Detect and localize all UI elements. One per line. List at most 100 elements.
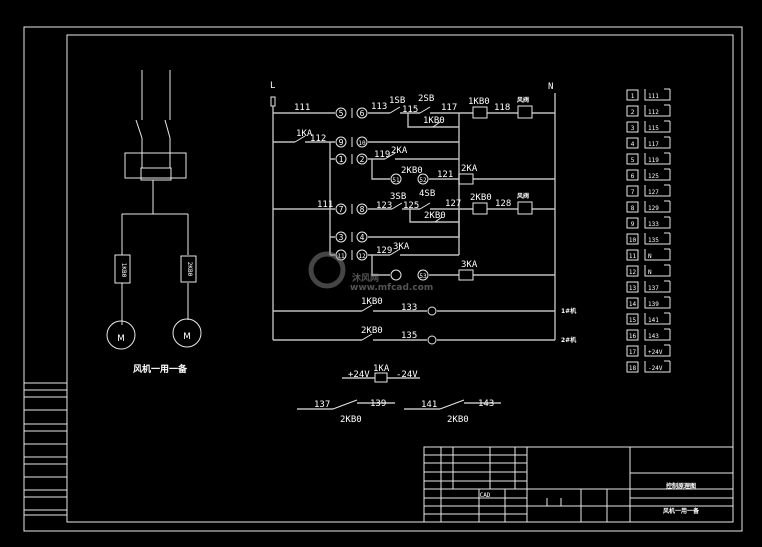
contactor-1kb0 xyxy=(114,254,131,284)
svg-text:M: M xyxy=(117,334,125,344)
svg-text:2KA: 2KA xyxy=(461,164,478,174)
svg-text:113: 113 xyxy=(371,102,387,112)
svg-text:1SB: 1SB xyxy=(389,96,405,106)
svg-text:135: 135 xyxy=(401,331,417,341)
title-block-cad: CAD xyxy=(480,492,491,499)
svg-text:2KB0: 2KB0 xyxy=(424,211,446,221)
svg-text:-24V: -24V xyxy=(396,370,418,380)
terminal-number: 17 xyxy=(629,349,637,356)
svg-text:111: 111 xyxy=(317,200,333,210)
svg-text:1: 1 xyxy=(339,155,344,164)
motor-2 xyxy=(172,318,202,348)
svg-text:L: L xyxy=(270,81,275,91)
terminal-number-box xyxy=(626,153,639,165)
terminal-number: 5 xyxy=(631,157,635,164)
terminal-number: 14 xyxy=(629,301,637,308)
svg-text:117: 117 xyxy=(441,103,457,113)
svg-text:139: 139 xyxy=(370,399,386,409)
terminal-number: 13 xyxy=(629,285,637,292)
terminal-row: 18 -24V xyxy=(626,360,671,373)
terminal-number: 3 xyxy=(631,125,635,132)
terminal-wire: 139 xyxy=(648,301,659,308)
terminal-number-box xyxy=(626,249,639,261)
terminal-number-box xyxy=(626,233,639,245)
contactor-2kb0 xyxy=(180,255,197,283)
svg-text:12: 12 xyxy=(358,253,366,260)
svg-text:121: 121 xyxy=(437,170,453,180)
terminal-wire: +24V xyxy=(648,349,663,356)
terminal-number-box xyxy=(626,185,639,197)
svg-text:6: 6 xyxy=(360,109,365,118)
svg-text:1KB0: 1KB0 xyxy=(468,97,490,107)
svg-text:3KA: 3KA xyxy=(393,242,410,252)
svg-text:118: 118 xyxy=(494,103,510,113)
svg-text:1KA: 1KA xyxy=(296,129,313,139)
terminal-number: 8 xyxy=(631,205,635,212)
terminal-number-box xyxy=(626,313,639,325)
svg-text:+24V: +24V xyxy=(348,370,370,380)
terminal-row: 7 127 xyxy=(626,184,671,197)
terminal-wire: 137 xyxy=(648,285,659,292)
terminal-number: 6 xyxy=(631,173,635,180)
svg-text:2KB0: 2KB0 xyxy=(361,326,383,336)
svg-text:137: 137 xyxy=(314,400,330,410)
svg-text:129: 129 xyxy=(376,246,392,256)
motor-schematic: 1KB0 2KB0 M M 风机一用一备 xyxy=(106,70,202,375)
terminal-number: 1 xyxy=(631,93,635,100)
title-block-name: 控制原理图 xyxy=(666,482,696,490)
terminal-row: 14 139 xyxy=(626,296,671,309)
svg-text:7: 7 xyxy=(339,205,344,214)
terminal-number-box xyxy=(626,345,639,357)
terminal-number-box xyxy=(626,265,639,277)
svg-text:风阀: 风阀 xyxy=(517,96,529,104)
terminal-wire: -24V xyxy=(648,365,663,372)
svg-text:1KB0: 1KB0 xyxy=(120,263,127,278)
svg-text:www.mfcad.com: www.mfcad.com xyxy=(350,283,433,293)
svg-text:风阀: 风阀 xyxy=(517,192,529,200)
terminal-number: 16 xyxy=(629,333,637,340)
outer-border xyxy=(23,26,743,532)
svg-text:2SB: 2SB xyxy=(418,94,434,104)
terminal-number: 10 xyxy=(629,237,637,244)
title-block-subtitle: 风机一用一备 xyxy=(663,507,700,515)
svg-text:112: 112 xyxy=(310,134,326,144)
terminal-wire: 143 xyxy=(648,333,659,340)
terminal-wire: 111 xyxy=(648,93,659,100)
terminal-number: 18 xyxy=(629,365,637,372)
svg-text:2KB0: 2KB0 xyxy=(340,415,362,425)
terminal-number-box xyxy=(626,329,639,341)
svg-text:4: 4 xyxy=(360,233,365,242)
svg-text:10: 10 xyxy=(358,140,366,147)
terminal-wire: 127 xyxy=(648,189,659,196)
svg-text:53: 53 xyxy=(419,273,427,280)
terminal-wire: N xyxy=(648,253,652,260)
terminal-number: 7 xyxy=(631,189,635,196)
svg-text:123: 123 xyxy=(376,201,392,211)
svg-text:52: 52 xyxy=(419,177,427,184)
motor-title: 风机一用一备 xyxy=(133,363,188,375)
svg-text:N: N xyxy=(548,82,553,92)
terminal-number-box xyxy=(626,105,639,117)
title-block xyxy=(423,446,734,523)
watermark-logo: 沐风网 www.mfcad.com xyxy=(308,251,433,293)
terminal-number-box xyxy=(626,201,639,213)
terminal-wire: 115 xyxy=(648,125,659,132)
terminal-row: 3 115 xyxy=(626,120,671,133)
terminal-number: 4 xyxy=(631,141,635,148)
svg-text:127: 127 xyxy=(445,199,461,209)
terminal-row: 16 143 xyxy=(626,328,671,341)
terminal-wire: 112 xyxy=(648,109,659,116)
terminal-row: 8 129 xyxy=(626,200,671,213)
svg-text:1KB0: 1KB0 xyxy=(423,116,445,126)
terminal-number: 9 xyxy=(631,221,635,228)
terminal-number-box xyxy=(626,121,639,133)
svg-text:M: M xyxy=(183,332,191,342)
terminal-wire: 129 xyxy=(648,205,659,212)
